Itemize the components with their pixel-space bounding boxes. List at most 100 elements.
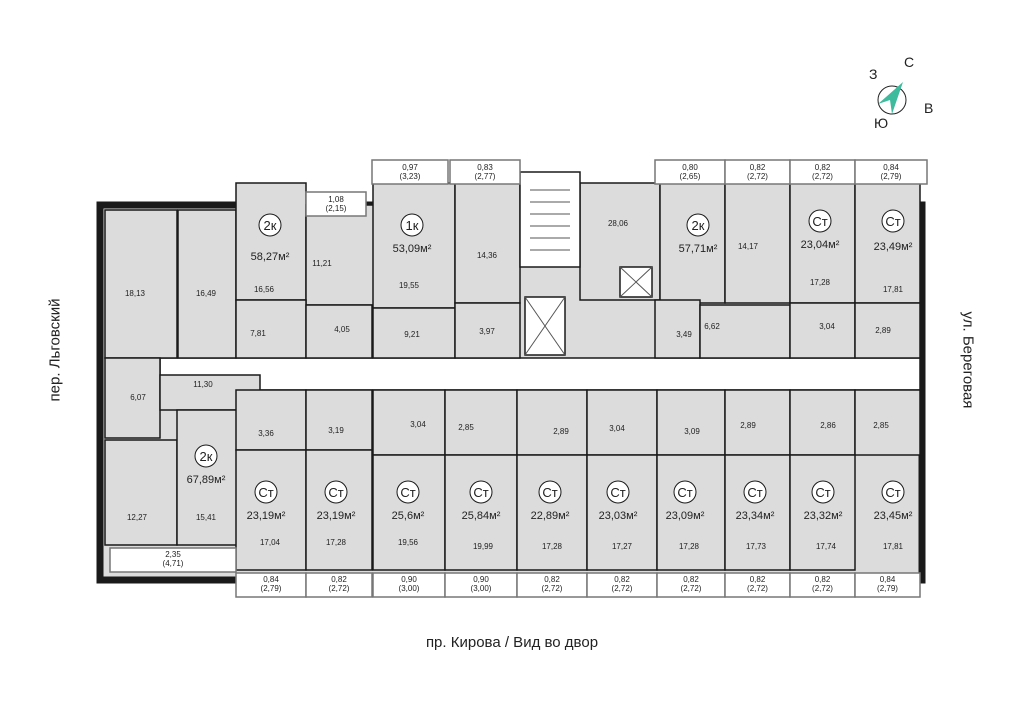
balcony-area-full: (2,72) (812, 172, 833, 181)
room-area-label: 6,62 (704, 322, 720, 331)
apartment-type: Ст (400, 485, 415, 500)
balcony-area: 0,90 (473, 575, 489, 584)
room-area-label: 3,19 (328, 426, 344, 435)
apartment-type: Ст (815, 485, 830, 500)
balcony-area-full: (3,00) (399, 584, 420, 593)
balcony-area-full: (2,72) (747, 584, 768, 593)
room (305, 304, 373, 359)
room (659, 182, 726, 304)
room (656, 389, 726, 456)
apartment-area: 67,89м² (187, 474, 226, 486)
room-area-label: 2,89 (740, 421, 756, 430)
apartment-type: Ст (610, 485, 625, 500)
balcony-bottom (516, 572, 588, 598)
balcony-bottom (586, 572, 658, 598)
apartment-type: Ст (747, 485, 762, 500)
room-area-label: 15,41 (196, 513, 217, 522)
balcony-top (854, 159, 928, 185)
apartment-area: 25,6м² (392, 510, 425, 522)
balcony-area-full: (2,79) (877, 584, 898, 593)
apartment-type: 2к (692, 218, 705, 233)
apartment-badge (686, 213, 710, 237)
room-area-label: 14,17 (738, 242, 759, 251)
apartment-type: Ст (677, 485, 692, 500)
room (586, 454, 658, 571)
room-area-label: 19,99 (473, 542, 494, 551)
room (724, 454, 791, 571)
room-area-label: 4,05 (334, 325, 350, 334)
apartment-area: 23,19м² (247, 510, 286, 522)
balcony-top (789, 159, 856, 185)
apartment-badge (396, 480, 420, 504)
room-area-label: 16,56 (254, 285, 275, 294)
balcony-area-full: (3,23) (400, 172, 421, 181)
room-area-label: 11,30 (193, 380, 213, 389)
room (372, 307, 456, 359)
room-area-label: 9,21 (404, 330, 420, 339)
room (454, 182, 521, 304)
balcony-area-full: (2,72) (542, 584, 563, 593)
apartment-area: 23,49м² (874, 241, 913, 253)
apartment-badge (324, 480, 348, 504)
apartment-type: Ст (885, 214, 900, 229)
balcony-area: 0,80 (682, 163, 698, 172)
room (789, 454, 856, 571)
apartment-area: 57,71м² (679, 243, 718, 255)
balcony-area-full: (3,00) (471, 584, 492, 593)
room (235, 182, 307, 301)
balcony-area-full: (2,77) (475, 172, 496, 181)
room-area-label: 7,81 (250, 329, 266, 338)
balcony-area: 0,82 (683, 575, 699, 584)
balcony-area: 2,35 (165, 550, 181, 559)
balcony-area-full: (2,72) (329, 584, 350, 593)
apartment-area: 25,84м² (462, 510, 501, 522)
apartment-type: Ст (812, 214, 827, 229)
apartment-type: Ст (258, 485, 273, 500)
room (372, 389, 446, 456)
room (854, 389, 921, 456)
street-label-left: пер. Льговский (46, 298, 64, 402)
room-area-label: 2,85 (458, 423, 474, 432)
room-area-label: 17,81 (883, 542, 904, 551)
balcony-area-full: (2,72) (747, 172, 768, 181)
apartment-area: 23,34м² (736, 510, 775, 522)
room-area-label: 28,06 (608, 219, 629, 228)
lift-cross-1 (524, 296, 566, 356)
apartment-type: Ст (885, 485, 900, 500)
room-area-label: 3,04 (609, 424, 625, 433)
room (789, 302, 856, 359)
room-area-label: 11,21 (312, 259, 332, 268)
room (516, 454, 588, 571)
balcony-bottom (305, 572, 373, 598)
balcony-area: 0,82 (331, 575, 347, 584)
room-area-label: 17,04 (260, 538, 281, 547)
room (235, 299, 307, 359)
balcony-area: 0,84 (263, 575, 279, 584)
apartment-badge (194, 444, 218, 468)
balcony-area-full: (2,79) (261, 584, 282, 593)
room (854, 302, 921, 359)
apartment-badge (881, 480, 905, 504)
room (586, 389, 658, 456)
balcony-area: 1,08 (328, 195, 344, 204)
room (656, 454, 726, 571)
balcony-area: 0,84 (883, 163, 899, 172)
balcony-bottom (656, 572, 726, 598)
apartment-badge (469, 480, 493, 504)
room (305, 204, 377, 306)
apartment-area: 23,04м² (801, 239, 840, 251)
balcony-top (371, 159, 449, 185)
room-area-label: 18,13 (125, 289, 146, 298)
compass-north: С (904, 54, 915, 70)
balcony-area: 0,90 (401, 575, 417, 584)
apartment-badge (254, 480, 278, 504)
room-area-label: 2,89 (875, 326, 891, 335)
room-area-label: 6,07 (130, 393, 146, 402)
balcony-area-full: (2,79) (881, 172, 902, 181)
lift-cross-2 (619, 266, 653, 298)
room (104, 439, 178, 546)
room-area-label: 2,85 (873, 421, 889, 430)
room-area-label: 3,36 (258, 429, 274, 438)
room-area-label: 19,56 (398, 538, 419, 547)
room-area-label: 17,27 (612, 542, 633, 551)
